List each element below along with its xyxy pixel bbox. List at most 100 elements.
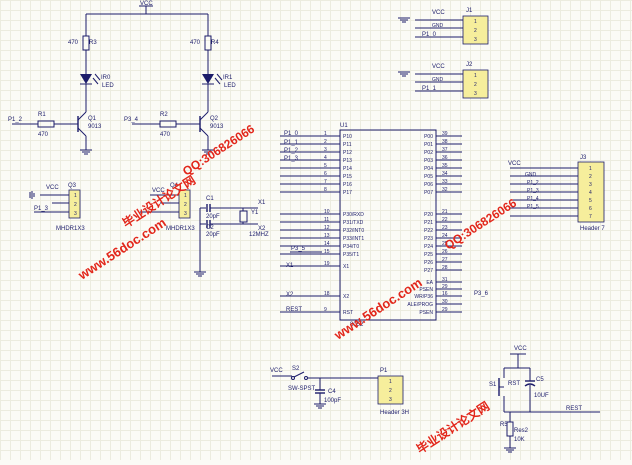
mcu-left-pin-label: P35/T1: [343, 252, 359, 258]
s1-label: S1: [489, 382, 497, 388]
mcu-left-pin-label: RST: [343, 310, 353, 316]
q4-body: [178, 189, 191, 219]
mcu-left-pin-number: 5: [324, 163, 327, 169]
mcu-left-pin-number: 3: [324, 147, 327, 153]
mcu-left-pin-label: P17: [343, 190, 352, 196]
mcu-left-pin-number: 12: [324, 225, 330, 231]
mcu-right-pin-label: P04: [424, 166, 433, 172]
mcu-right-pin-label: P03: [424, 158, 433, 164]
q3-label: Q3: [68, 183, 77, 189]
mcu-right-pin-number: 27: [442, 257, 448, 263]
mcu-right-pin-label: P01: [424, 142, 433, 148]
resistor-r1: [37, 120, 55, 128]
mcu-right-pin-label: P02: [424, 150, 433, 156]
j3-vcc: VCC: [508, 161, 521, 167]
mcu-right-pin-number: 29: [442, 284, 448, 290]
mcu-left-pin-label: P14: [343, 166, 352, 172]
mcu-right-pin-label: ALE/PROG: [407, 302, 433, 308]
j3-pin-number: 5: [589, 198, 592, 204]
s2-label: S2: [292, 366, 300, 372]
mcu-right-pin-number: 21: [442, 209, 448, 215]
mcu-left-pin-number: 6: [324, 171, 327, 177]
mcu-right-pin-label: P06: [424, 182, 433, 188]
q4-value: MHDR1X3: [166, 226, 195, 232]
j3-pin-number: 7: [589, 214, 592, 220]
j3-net1: P1_2: [527, 180, 539, 186]
led-driver-section: VCC R3 470 IR0 LED Q1 9013 P1_2 R1 470: [8, 1, 236, 155]
crystal-x2: X2: [258, 226, 266, 232]
crystal-y1-icon: [239, 210, 248, 223]
r1-label: R1: [38, 112, 46, 118]
q4-pin3: 3: [184, 211, 187, 217]
u1-value: 8052: [350, 322, 364, 328]
mcu-left-pin-number: 11: [324, 217, 329, 223]
r5-label: R5: [500, 422, 508, 428]
mcu-right-pin-label: P05: [424, 174, 433, 180]
j2-pin3: 3: [474, 91, 477, 97]
mcu-right-pin-number: 30: [442, 299, 448, 305]
mcu-right-pin-label: PSEN: [419, 310, 433, 316]
watermark-cn-2: 毕业设计论文网: [413, 398, 492, 456]
mcu-right-pin-number: 22: [442, 217, 448, 223]
q3-pin1: 1: [74, 193, 77, 199]
c2-value: 20pF: [206, 232, 220, 238]
watermark-qq-1: QQ:306826066: [180, 122, 257, 179]
net-p1-2-left: P1_2: [8, 117, 23, 123]
mcu-right-pin-number: 36: [442, 155, 448, 161]
ir0-led-label: LED: [102, 83, 114, 89]
p1-pin2: 2: [389, 388, 392, 394]
mcu-left-pin-number: 4: [324, 155, 327, 161]
p1-body: [377, 375, 404, 405]
q2-label: Q2: [210, 116, 219, 122]
crystal-x1: X1: [258, 200, 266, 206]
j1-body: [462, 15, 489, 45]
ir1-led-label: LED: [224, 83, 236, 89]
c4-value: 100pF: [324, 398, 341, 404]
ir0-label: IR0: [101, 75, 111, 81]
mcu-left-pin-number: 8: [324, 187, 327, 193]
header-q4: Q4 1 2 3 MHDR1X3 VCC: [140, 183, 195, 232]
resistor-r5: [506, 421, 514, 437]
q3-body: [68, 189, 81, 219]
j3-pin-number: 2: [589, 174, 592, 180]
j2-vcc: VCC: [432, 64, 445, 70]
j2-pin1: 1: [474, 73, 477, 79]
mcu-left-pin-number: 10: [324, 209, 330, 215]
mcu-left-pin-number: 15: [324, 249, 330, 255]
mcu-right-pin-number: 23: [442, 225, 448, 231]
vcc-top-label: VCC: [140, 1, 153, 7]
q3-value: MHDR1X3: [56, 226, 85, 232]
r2-label: R2: [160, 112, 168, 118]
j1-net: P1_0: [422, 32, 437, 38]
j2-body: [462, 69, 489, 99]
switch-s2-icon: [291, 376, 295, 380]
led-ir0-icon: [80, 74, 92, 84]
j3-pin-number: 6: [589, 206, 592, 212]
reset-vcc: VCC: [514, 346, 527, 352]
net-p1-3: P1_3: [284, 156, 299, 162]
mcu-left-pin-label: P15: [343, 174, 352, 180]
mcu-right-pin-label: P00: [424, 134, 433, 140]
y1-value: 12MHZ: [249, 232, 269, 238]
c5-label: C5: [536, 377, 544, 383]
mcu-right-pin-label: P26: [424, 260, 433, 266]
j1-pin3: 3: [474, 37, 477, 43]
mcu-right-pin-number: 16: [442, 291, 448, 297]
j3-net4: P1_5: [527, 204, 539, 210]
mcu-left-pin-number: 9: [324, 307, 327, 313]
mcu-right-pin-number: 26: [442, 249, 448, 255]
mcu-left-pin-label: P10: [343, 134, 352, 140]
c2-label-vis: C2: [206, 225, 214, 231]
j1-vcc: VCC: [432, 10, 445, 16]
p1-pin3: 3: [389, 397, 392, 403]
mcu-right-pin-label: P22: [424, 228, 433, 234]
p1-label: P1: [380, 368, 388, 374]
r3-value: 470: [68, 40, 79, 46]
c1-label: C1: [206, 196, 214, 202]
mcu-left-pin-number: 14: [324, 241, 330, 247]
q4-vcc: VCC: [152, 188, 165, 194]
